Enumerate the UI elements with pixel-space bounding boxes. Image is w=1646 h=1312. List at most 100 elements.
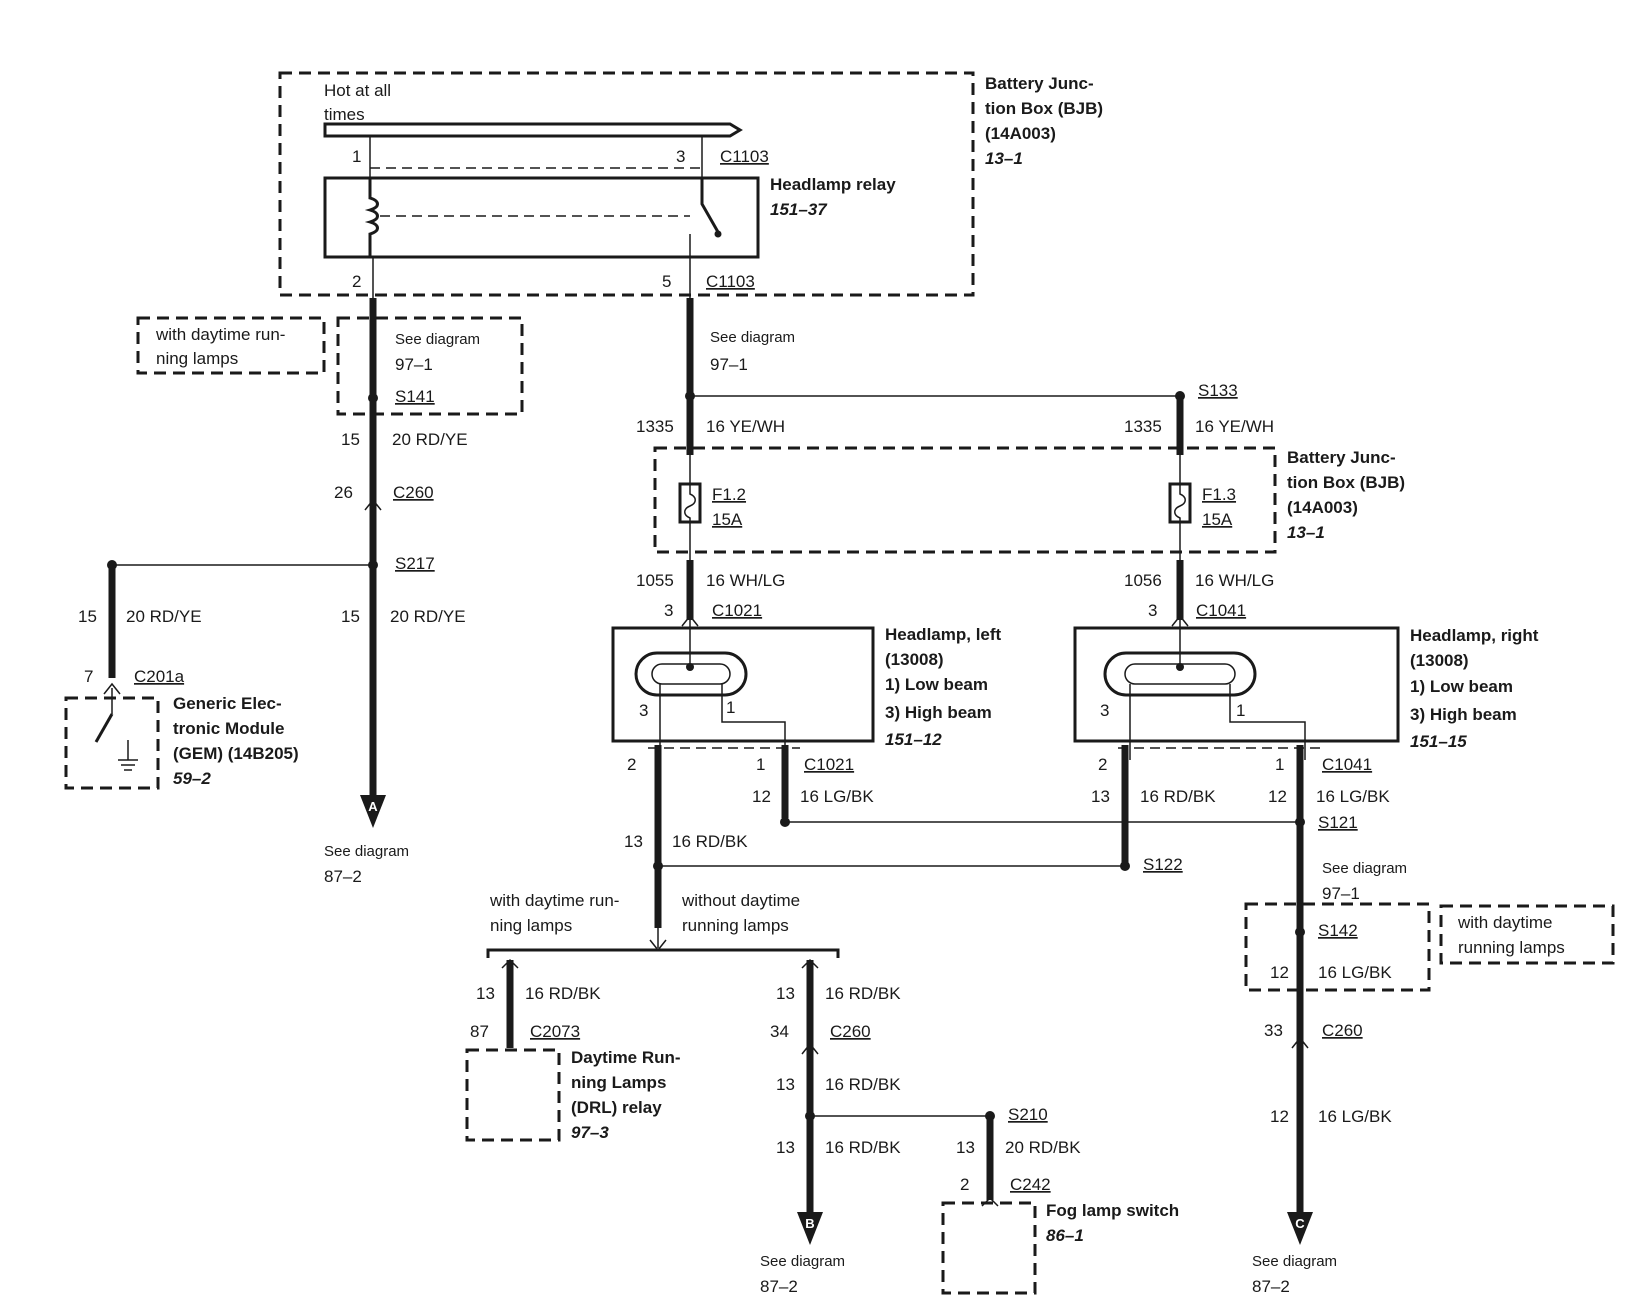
hl-left-w12: 16 LG/BK <box>800 787 874 806</box>
split-without-1: without daytime <box>681 891 800 910</box>
hl-right-conn-top: C1041 <box>1196 601 1246 620</box>
hl-right-w12: 16 LG/BK <box>1316 787 1390 806</box>
bjb-top-title-3: (14A003) <box>985 124 1056 143</box>
fog-pin-2: 2 <box>960 1175 969 1194</box>
c-w12a: 16 LG/BK <box>1318 963 1392 982</box>
wire-16-yewh-right: 16 YE/WH <box>1195 417 1274 436</box>
circ-15b: 15 <box>341 607 360 626</box>
circ-1335-left: 1335 <box>636 417 674 436</box>
hl-right-conn-bot: C1041 <box>1322 755 1372 774</box>
hl-left-p1: 1 <box>726 698 735 717</box>
left-see-diagram: See diagram <box>395 331 480 348</box>
drl-s141-box <box>336 316 524 416</box>
drl-pin-87: 87 <box>470 1022 489 1041</box>
bjb-top-ref: 13–1 <box>985 149 1023 168</box>
split-without-2: running lamps <box>682 916 789 935</box>
center-see-diagram: See diagram <box>710 329 795 346</box>
c-c12a: 12 <box>1270 963 1289 982</box>
hl-left-out-2: 2 <box>627 755 636 774</box>
c-pin-33: 33 <box>1264 1021 1283 1040</box>
gem-conn-mark <box>103 682 121 695</box>
hl-left-low: 1) Low beam <box>885 675 988 694</box>
hl-left-fil-dot <box>686 663 694 671</box>
pin-26: 26 <box>334 483 353 502</box>
hl-left-title: Headlamp, left <box>885 625 1002 644</box>
hl-right-c12: 12 <box>1268 787 1287 806</box>
drl-conn: C2073 <box>530 1022 580 1041</box>
arrow-b-icon <box>797 1212 823 1245</box>
drl-ref: 97–3 <box>571 1123 609 1142</box>
arrow-a-icon <box>360 795 386 828</box>
fog-c13: 13 <box>956 1138 975 1157</box>
headlamp-relay-box <box>323 176 760 259</box>
circ-1055: 1055 <box>636 571 674 590</box>
fuse-f12-label: F1.2 <box>712 485 746 504</box>
fuse-f13-amp: 15A <box>1202 510 1233 529</box>
bjb-top-box <box>278 71 975 297</box>
hl-left-c12: 12 <box>752 787 771 806</box>
gem-title-3: (GEM) (14B205) <box>173 744 299 763</box>
gem-ground-icon <box>118 759 138 771</box>
hot-label-1: Hot at all <box>324 81 391 100</box>
headlamp-left-box <box>611 626 875 743</box>
b-c260-mark <box>801 1042 819 1055</box>
hl-right-part: (13008) <box>1410 651 1469 670</box>
drl-note-left-2: ning lamps <box>156 349 238 368</box>
hl-right-fil-dot <box>1176 663 1184 671</box>
splice-s142 <box>1295 927 1305 937</box>
c-see-ref-end: 87–2 <box>1252 1277 1290 1296</box>
splice-s133-label: S133 <box>1198 381 1238 400</box>
fuse-f13-label: F1.3 <box>1202 485 1236 504</box>
fog-switch-box <box>941 1201 1037 1295</box>
arrow-c-label: C <box>1295 1216 1305 1231</box>
hl-right-ref: 151–15 <box>1410 732 1467 751</box>
splice-s141 <box>368 393 378 403</box>
split-bracket <box>486 948 840 958</box>
c-c260-mark <box>1291 1036 1309 1049</box>
hl-right-out-2: 2 <box>1098 755 1107 774</box>
wire-20-rdye-a: 20 RD/YE <box>392 430 468 449</box>
conn-c260-left-mark <box>364 498 382 511</box>
hl-left-pin3-top: 3 <box>664 601 673 620</box>
relay-pin-2: 2 <box>352 272 361 291</box>
center-see-ref: 97–1 <box>710 355 748 374</box>
splice-s142-label: S142 <box>1318 921 1358 940</box>
drl-note-right-1: with daytime <box>1457 913 1552 932</box>
circ-15a: 15 <box>341 430 360 449</box>
drl-title-3: (DRL) relay <box>571 1098 662 1117</box>
a-see-ref: 87–2 <box>324 867 362 886</box>
hl-left-out-1: 1 <box>756 755 765 774</box>
wire-16-whlg-left: 16 WH/LG <box>706 571 785 590</box>
bjb-mid-title-1: Battery Junc- <box>1287 448 1396 467</box>
a-see-diagram: See diagram <box>324 843 409 860</box>
bjb-mid-title-3: (14A003) <box>1287 498 1358 517</box>
hl-right-low: 1) Low beam <box>1410 677 1513 696</box>
splice-s210-label: S210 <box>1008 1105 1048 1124</box>
drl-note-right-2: running lamps <box>1458 938 1565 957</box>
drl-s142-box <box>1244 902 1431 992</box>
hl-left-conn-top: C1021 <box>712 601 762 620</box>
drl-w13: 16 RD/BK <box>525 984 601 1003</box>
wire-20-rdye-b: 20 RD/YE <box>390 607 466 626</box>
hot-label-2: times <box>324 105 365 124</box>
arrow-c-icon <box>1287 1212 1313 1245</box>
drl-note-left-1: with daytime run- <box>155 325 285 344</box>
hl-left-part: (13008) <box>885 650 944 669</box>
fog-ref: 86–1 <box>1046 1226 1084 1245</box>
hl-left-p3: 3 <box>639 701 648 720</box>
splice-s121 <box>1295 817 1305 827</box>
relay-switch <box>700 178 720 233</box>
fog-conn: C242 <box>1010 1175 1051 1194</box>
b-w13c: 16 RD/BK <box>825 1138 901 1157</box>
gem-title-2: tronic Module <box>173 719 284 738</box>
hl-right-conn-mark <box>1171 614 1189 627</box>
bjb-mid-title-2: tion Box (BJB) <box>1287 473 1405 492</box>
relay-ref: 151–37 <box>770 200 828 219</box>
hot-bus-bar <box>323 122 743 138</box>
hl-right-lead1 <box>1229 684 1306 760</box>
circ-15c: 15 <box>78 607 97 626</box>
bjb-mid-ref: 13–1 <box>1287 523 1325 542</box>
circ-1335-right: 1335 <box>1124 417 1162 436</box>
split-with-2: ning lamps <box>490 916 572 935</box>
relay-pin-1: 1 <box>352 147 361 166</box>
